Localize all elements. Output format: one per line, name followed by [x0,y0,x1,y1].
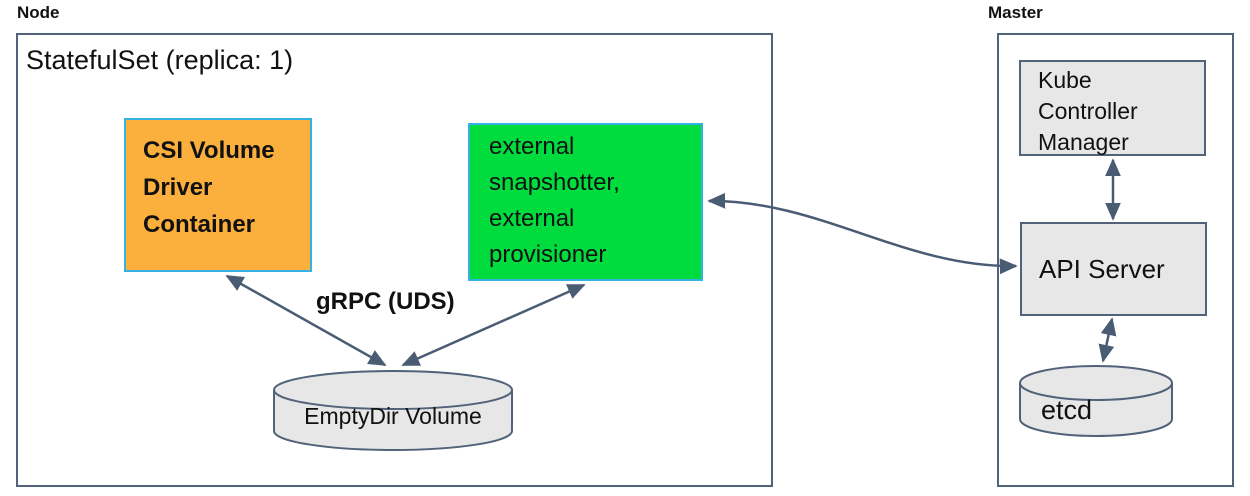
master-title: Master [988,3,1043,22]
kube-controller-manager-label: Kube Controller Manager [1038,67,1138,155]
csi-volume-driver-box: CSI Volume Driver Container [124,118,312,272]
api-server-box: API Server [1020,222,1207,316]
api-server-label: API Server [1039,253,1165,284]
statefulset-label: StatefulSet (replica: 1) [26,45,294,75]
external-snapshotter-provisioner-box: external snapshotter, external provision… [468,123,703,281]
kube-controller-manager-box: Kube Controller Manager [1019,60,1206,156]
csi-volume-driver-label: CSI Volume Driver Container [143,137,275,238]
external-snapshotter-provisioner-label: external snapshotter, external provision… [489,133,620,268]
node-title: Node [17,3,60,22]
